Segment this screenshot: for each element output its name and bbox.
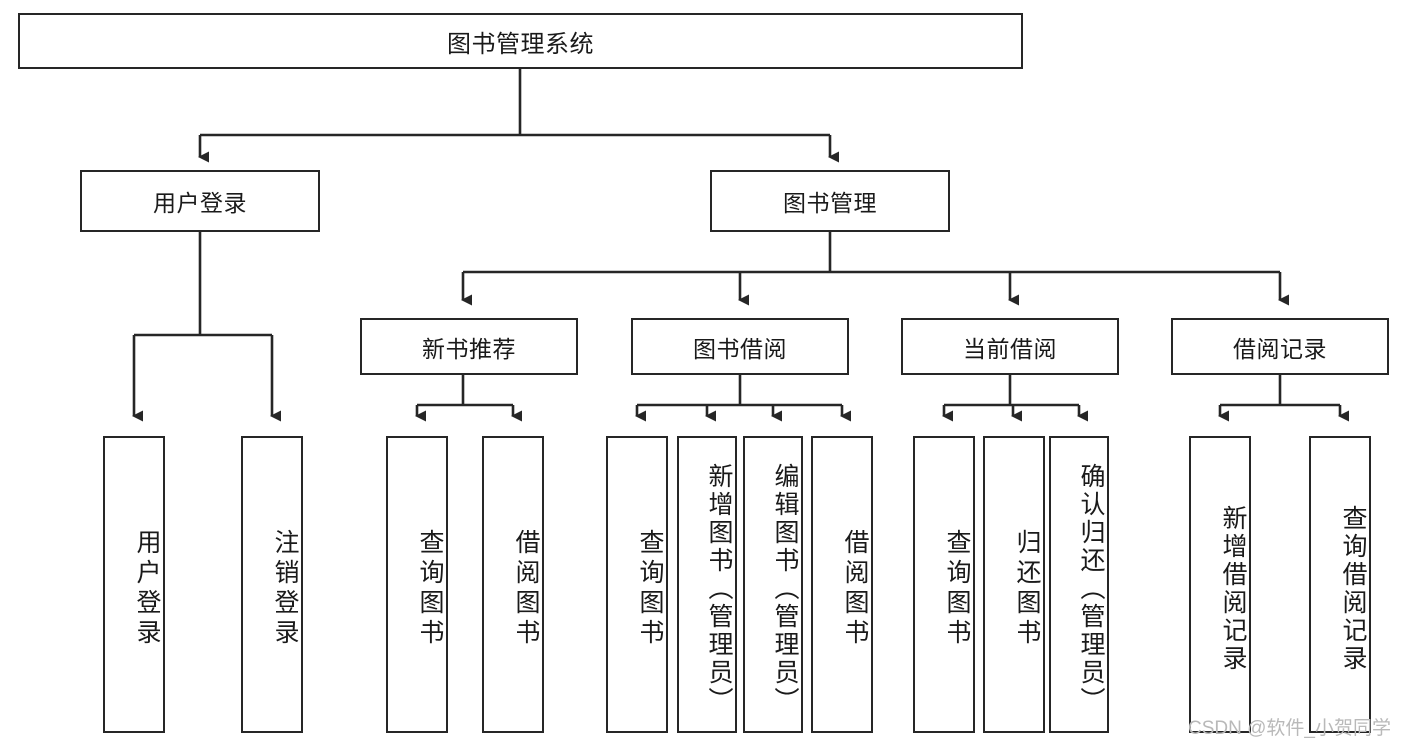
leaf-borrow-query-book[interactable]: 查询图书 (606, 436, 668, 733)
leaf-records-query-record[interactable]: 查询借阅记录 (1309, 436, 1371, 733)
leaf-borrow-borrow-book[interactable]: 借阅图书 (811, 436, 873, 733)
leaf-borrow-add-book-admin-label: 新增图书（管理员） (705, 462, 733, 715)
node-borrow-records[interactable]: 借阅记录 (1171, 318, 1389, 375)
leaf-records-query-record-label: 查询借阅记录 (1339, 504, 1367, 673)
node-user-login[interactable]: 用户登录 (80, 170, 320, 232)
leaf-logout[interactable]: 注销登录 (241, 436, 303, 733)
leaf-newbooks-query-book[interactable]: 查询图书 (386, 436, 448, 733)
node-current-borrow-label: 当前借阅 (963, 335, 1057, 362)
node-book-management-label: 图书管理 (783, 190, 877, 216)
leaf-borrow-borrow-book-label: 借阅图书 (841, 528, 869, 649)
leaf-borrow-query-book-label: 查询图书 (636, 528, 664, 649)
node-root[interactable]: 图书管理系统 (18, 13, 1023, 69)
leaf-current-return-book[interactable]: 归还图书 (983, 436, 1045, 733)
leaf-logout-label: 注销登录 (271, 528, 299, 649)
watermark: CSDN @软件_小贺同学 (1188, 718, 1391, 739)
node-book-borrow-label: 图书借阅 (693, 335, 787, 362)
node-new-book-recommend[interactable]: 新书推荐 (360, 318, 578, 375)
leaf-current-return-book-label: 归还图书 (1013, 528, 1041, 649)
node-user-login-label: 用户登录 (153, 190, 247, 216)
leaf-user-login-label: 用户登录 (133, 528, 161, 649)
leaf-newbooks-query-book-label: 查询图书 (416, 528, 444, 649)
leaf-current-query-book-label: 查询图书 (943, 528, 971, 649)
node-borrow-records-label: 借阅记录 (1233, 335, 1327, 362)
leaf-records-add-record[interactable]: 新增借阅记录 (1189, 436, 1251, 733)
node-new-book-recommend-label: 新书推荐 (422, 335, 516, 362)
node-root-label: 图书管理系统 (447, 30, 594, 58)
node-book-management[interactable]: 图书管理 (710, 170, 950, 232)
leaf-current-confirm-return-admin[interactable]: 确认归还（管理员） (1049, 436, 1109, 733)
leaf-user-login[interactable]: 用户登录 (103, 436, 165, 733)
node-current-borrow[interactable]: 当前借阅 (901, 318, 1119, 375)
leaf-records-add-record-label: 新增借阅记录 (1219, 504, 1247, 673)
leaf-borrow-edit-book-admin-label: 编辑图书（管理员） (771, 462, 799, 715)
leaf-newbooks-borrow-book-label: 借阅图书 (512, 528, 540, 649)
node-book-borrow[interactable]: 图书借阅 (631, 318, 849, 375)
leaf-borrow-edit-book-admin[interactable]: 编辑图书（管理员） (743, 436, 803, 733)
leaf-current-query-book[interactable]: 查询图书 (913, 436, 975, 733)
leaf-newbooks-borrow-book[interactable]: 借阅图书 (482, 436, 544, 733)
leaf-current-confirm-return-admin-label: 确认归还（管理员） (1077, 462, 1105, 715)
leaf-borrow-add-book-admin[interactable]: 新增图书（管理员） (677, 436, 737, 733)
